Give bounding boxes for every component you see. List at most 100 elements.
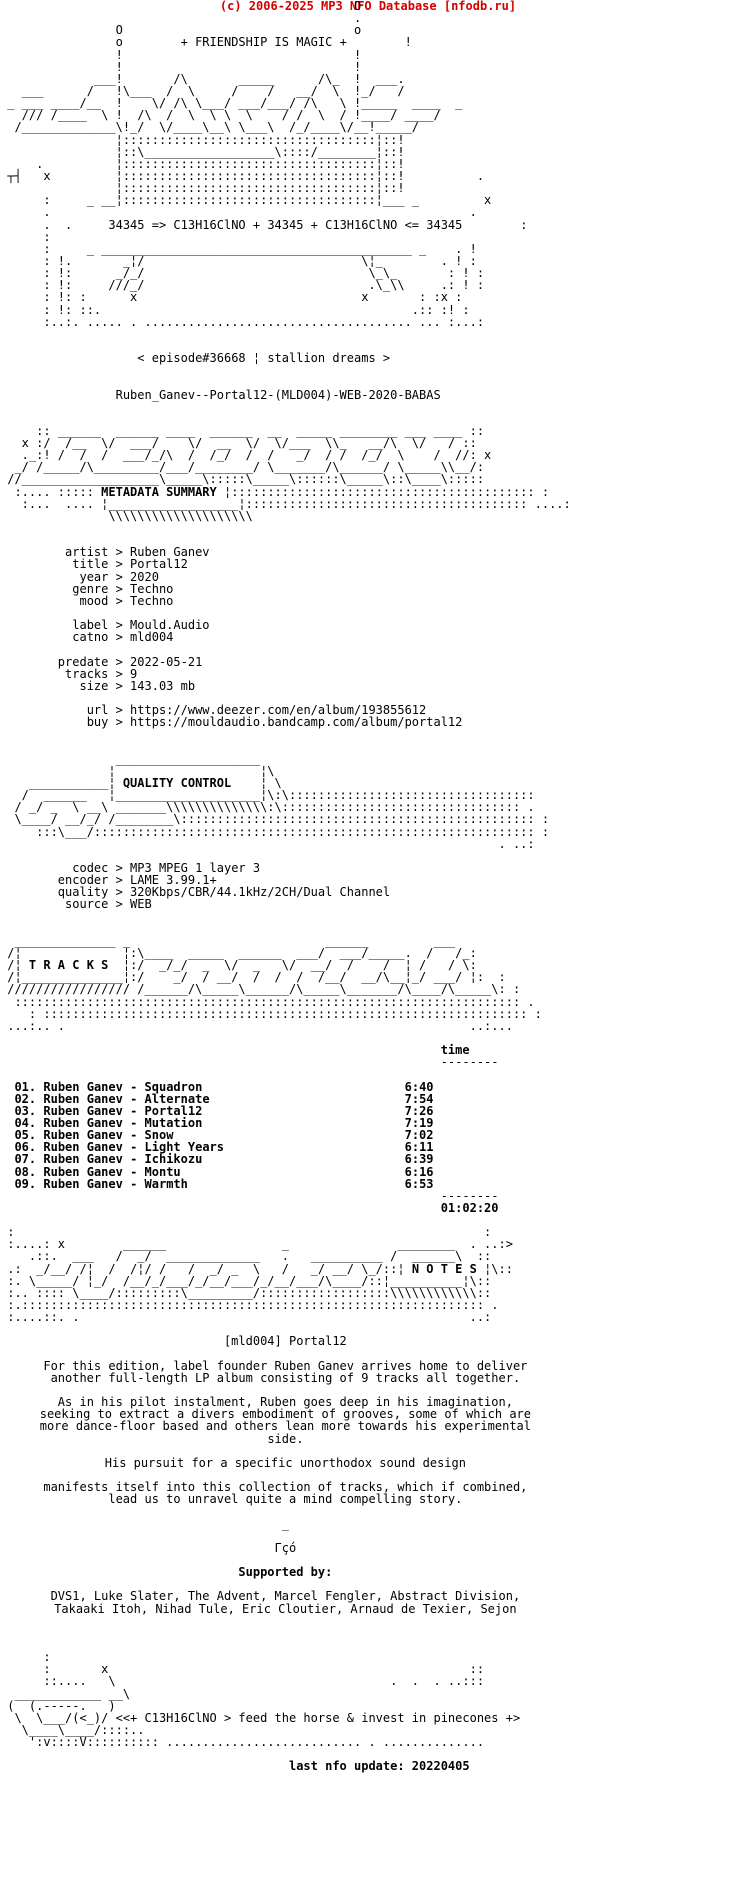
meta-genre-row: genre > Techno [0, 581, 174, 596]
track-row[interactable]: 01. Ruben Ganev - Squadron 6:40 [0, 1079, 571, 1094]
ascii-art: ( (.-----. ) [0, 1698, 116, 1713]
ascii-art: :::\___/::::::::::::::::::::::::::::::::… [0, 824, 550, 839]
track-row[interactable]: 02. Ruben Ganev - Alternate 7:54 [0, 1093, 571, 1105]
ascii-art: ._:! / / / ___/_/\ / /_/ / / _/ / / /_/ … [0, 448, 492, 463]
meta-predate: 2022-05-21 [130, 654, 203, 669]
track-number: 09. [14, 1176, 37, 1191]
track-row[interactable]: 08. Ruben Ganev - Montu 6:16 [0, 1164, 571, 1179]
track-row[interactable]: 06. Ruben Ganev - Light Years 6:11 [0, 1141, 571, 1153]
track-time: 6:11 [404, 1140, 434, 1155]
ascii-art: ::::::::::::::::::::::::::::::::::::::::… [0, 994, 535, 1009]
q-codec-row: codec > MP3 MPEG 1 layer 3 [0, 860, 261, 875]
track-row[interactable]: 09. Ruben Ganev - Warmth 6:53 [0, 1178, 571, 1190]
track-row[interactable]: 05. Ruben Ganev - Snow 7:02 [0, 1129, 571, 1141]
ascii-art: .::. ___ / _/ _____________ . __________… [0, 1249, 492, 1264]
q-encoder: LAME 3.99.1+ [130, 873, 217, 888]
ascii-art: : !. _¦/ \¦_ . ! : [0, 253, 477, 268]
ascii-art: ///////////////// /______/\_____\______/… [0, 982, 521, 997]
notes-section-title: N O T E S [411, 1261, 477, 1276]
ascii-art [0, 1615, 571, 1627]
track-number: 05. [14, 1128, 37, 1143]
q-encoder-row: encoder > LAME 3.99.1+ [0, 873, 217, 888]
ascii-art: ¦::\__________________\::::/________¦::! [0, 144, 405, 159]
ascii-art: :. \_____/ ¦_/ /__/_/___/_/__/___/_/__/_… [0, 1273, 492, 1288]
ascii-art: : !: _/_/ \_\_ : ! : [0, 266, 485, 281]
track-number: 02. [14, 1091, 37, 1106]
meta-label: Mould.Audio [130, 618, 210, 633]
ascii-art: ':v::::V:::::::::: .....................… [0, 1735, 485, 1750]
footer-slogan: <<+ C13H16ClNO > feed the horse & invest… [115, 1710, 521, 1725]
ascii-art: //___________________\_____\:::::\_____\… [0, 472, 485, 487]
release-name: Ruben_Ganev--Portal12-(MLD004)-WEB-2020-… [115, 387, 441, 402]
notes-heading: [mld004] Portal12 [223, 1334, 347, 1349]
track-row[interactable]: 07. Ruben Ganev - Ichikozu 6:39 [0, 1153, 571, 1165]
track-time: 7:26 [404, 1103, 434, 1118]
meta-year: 2020 [130, 569, 159, 584]
track-name: Ruben Ganev - Squadron [43, 1079, 203, 1094]
track-time: 7:02 [404, 1128, 434, 1143]
ascii-art: O [0, 0, 362, 13]
ascii-art: . [0, 11, 362, 26]
ascii-art: :..:. ..... . ..........................… [0, 314, 485, 329]
meta-year-row: year > 2020 [0, 569, 159, 584]
meta-mood: Techno [130, 593, 174, 608]
q-source-row: source > WEB [0, 897, 152, 912]
meta-title-row: title > Portal12 [0, 557, 188, 572]
ascii-art [0, 1627, 571, 1639]
ascii-art: : _ __¦:::::::::::::::::::::::::::::::::… [0, 193, 492, 208]
track-name: Ruben Ganev - Portal12 [43, 1103, 203, 1118]
meta-url-link[interactable]: https://www.deezer.com/en/album/19385561… [130, 703, 427, 718]
track-name: Ruben Ganev - Warmth [43, 1176, 188, 1191]
formula: 34345 => C13H16ClNO + 34345 + C13H16ClNO… [108, 217, 463, 232]
ascii-art: -------- [0, 1188, 499, 1203]
ascii-art: :.::::::::::::::::::::::::::::::::::::::… [0, 1298, 499, 1313]
ascii-art [0, 643, 571, 655]
nfodb-credit[interactable]: (c) 2006-2025 MP3 NFO Database [nfodb.ru… [219, 0, 517, 13]
total-line: 01:02:20 [0, 1202, 571, 1214]
ascii-art: /// /____ \ ! /\ / \ \ \ \ / / \ / !____… [0, 108, 441, 123]
ascii-art [0, 1505, 571, 1517]
supported-line2: Takaaki Itoh, Nihad Tule, Eric Cloutier,… [54, 1601, 517, 1616]
episode-title: < episode#36668 ¦ stallion dreams > [137, 351, 391, 366]
ascii-art: : [0, 1650, 51, 1665]
track-number: 07. [14, 1152, 37, 1167]
notes-para3-line1: His pursuit for a specific unorthodox so… [104, 1455, 466, 1470]
ascii-art: \\\\\\\\\\\\\\\\\\\\ [0, 508, 253, 523]
ascii-art: O o [0, 23, 362, 38]
notes-para2-line2: seeking to extract a divers embodiment o… [39, 1407, 532, 1422]
notes-para2-line4: side. [267, 1431, 304, 1446]
meta-title: Portal12 [130, 557, 188, 572]
ascii-art: : [0, 229, 51, 244]
meta-buy-row: buy > https://mouldaudio.bandcamp.com/al… [0, 715, 463, 730]
metadata-heading-line: :.... ::::: METADATA SUMMARY ¦::::::::::… [0, 484, 550, 499]
ascii-art: : x :: [0, 1662, 485, 1677]
track-number: 08. [14, 1164, 37, 1179]
track-time: 7:54 [404, 1091, 434, 1106]
ascii-art: : : [0, 1225, 492, 1240]
meta-buy-link[interactable]: https://mouldaudio.bandcamp.com/album/po… [130, 715, 463, 730]
ascii-art: ____________ __\ [0, 1686, 131, 1701]
supported-line1: DVS1, Luke Slater, The Advent, Marcel Fe… [50, 1589, 521, 1604]
track-name: Ruben Ganev - Mutation [43, 1115, 203, 1130]
tracks-heading-line: /¦ T R A C K S ¦:/ _/_/ _ \/ _ \/ __/ / … [0, 958, 477, 973]
meta-size-row: size > 143.03 mb [0, 678, 196, 693]
q-codec: MP3 MPEG 1 layer 3 [130, 860, 261, 875]
formula-line: . . 34345 => C13H16ClNO + 34345 + C13H16… [0, 217, 528, 232]
track-row[interactable]: 04. Ruben Ganev - Mutation 7:19 [0, 1117, 571, 1129]
notes-para2-line1: As in his pilot instalment, Ruben goes d… [57, 1395, 513, 1410]
track-time: 6:40 [404, 1079, 434, 1094]
ascii-art: ::.... \ . . . ..::: [0, 1674, 485, 1689]
ascii-art [0, 328, 571, 340]
ascii-art: : _ ____________________________________… [0, 241, 477, 256]
ascii-art: \____/ __/_/ /________\:::::::::::::::::… [0, 812, 550, 827]
quality-section-title: QUALITY CONTROL [122, 776, 232, 790]
ascii-art [0, 911, 571, 923]
slogan-line: \ \___/(<_)/ <<+ C13H16ClNO > feed the h… [0, 1710, 521, 1725]
track-number: 03. [14, 1103, 37, 1118]
notes-para2-line3: more dance-floor based and others lean m… [39, 1419, 532, 1434]
track-row[interactable]: 03. Ruben Ganev - Portal12 7:26 [0, 1105, 571, 1117]
ascii-art: :: ______ ______ ____ ______ __ _____ __… [0, 423, 485, 438]
track-time: 6:39 [404, 1152, 434, 1167]
track-number: 01. [14, 1079, 37, 1094]
track-name: Ruben Ganev - Snow [43, 1128, 174, 1143]
